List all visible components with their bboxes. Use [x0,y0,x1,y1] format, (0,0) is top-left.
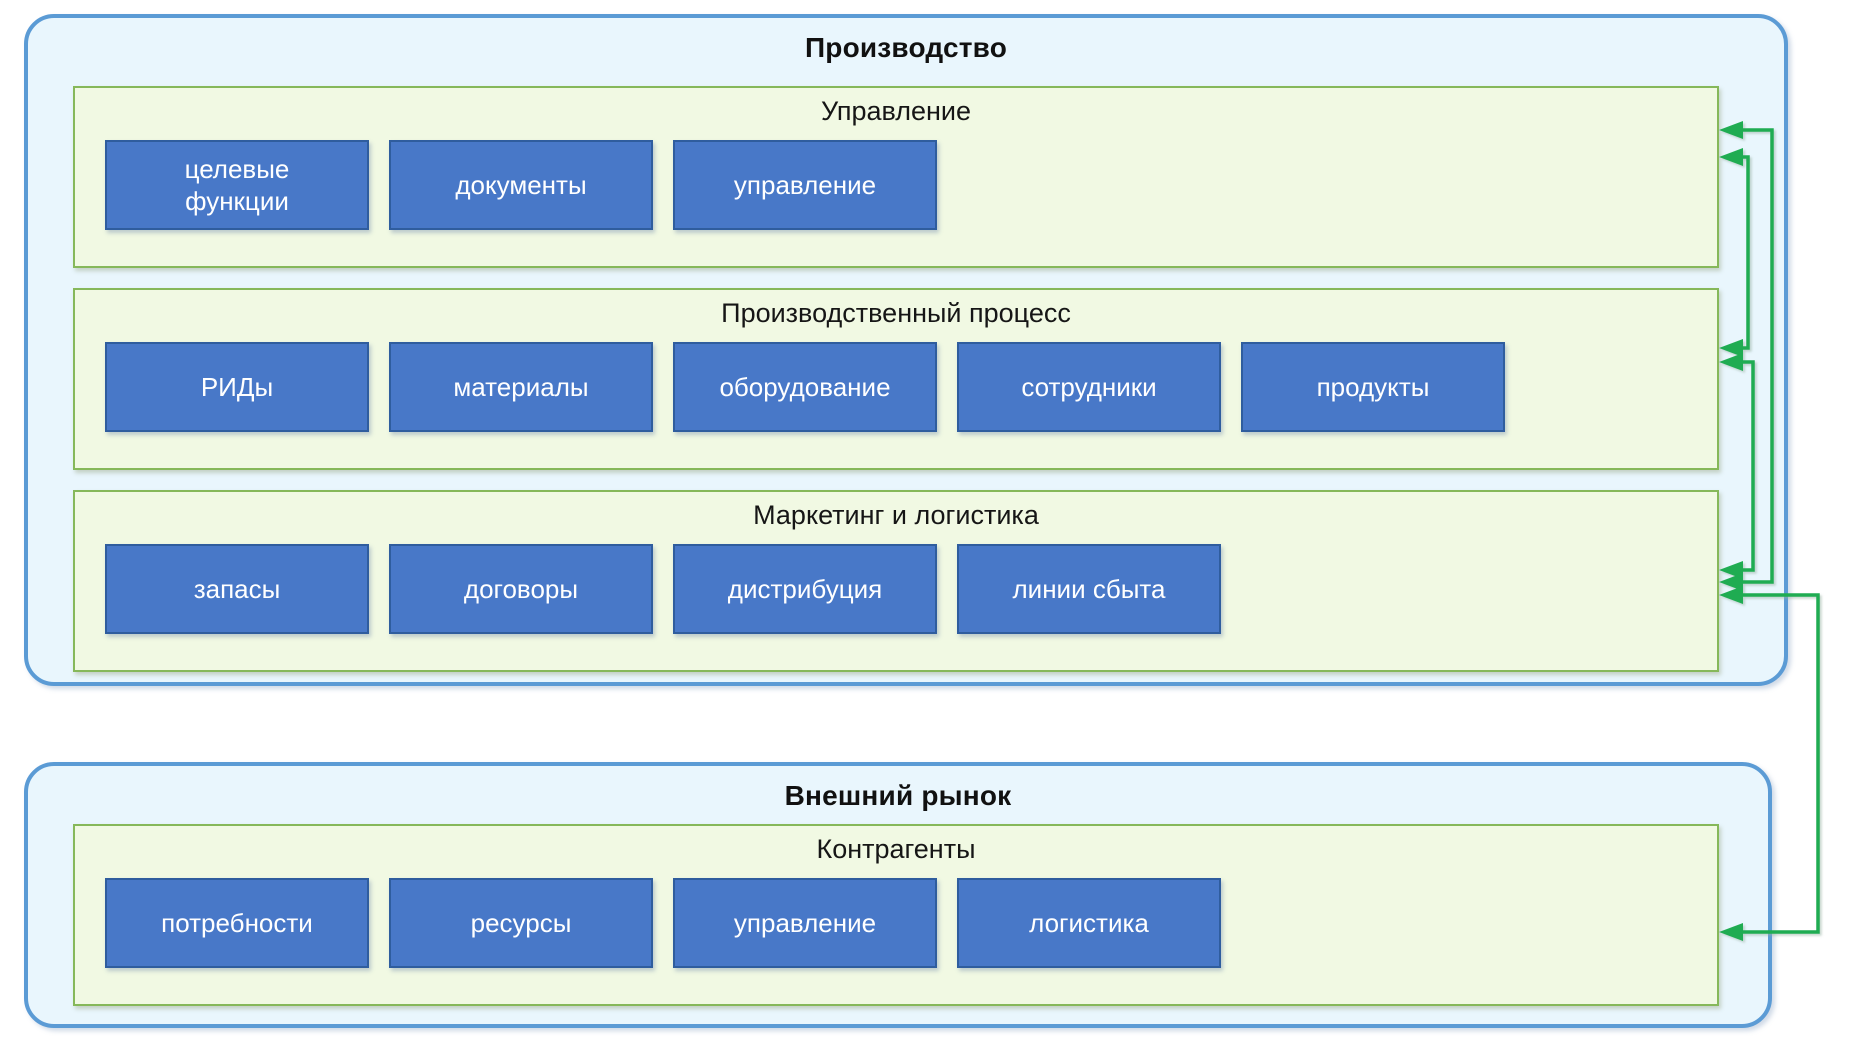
item-box-label: линии сбыта [1012,574,1166,604]
item-box: управление [673,140,937,230]
item-box-label: договоры [463,574,579,604]
item-box: дистрибуция [673,544,937,634]
item-box-label: дистрибуция [727,574,883,604]
item-box-label: целевые функции [184,154,290,216]
section-production-process: Производственный процесс РИДы материалы … [73,288,1719,470]
item-box-label: РИДы [200,372,274,402]
item-box-label: ресурсы [470,908,572,938]
group-external-market: Внешний рынок Контрагенты потребности ре… [24,762,1772,1028]
item-box-label: управление [733,170,877,200]
section-counterparties: Контрагенты потребности ресурсы управлен… [73,824,1719,1006]
group-title: Производство [804,32,1008,63]
item-box: логистика [957,878,1221,968]
item-box: документы [389,140,653,230]
item-box: управление [673,878,937,968]
item-box: ресурсы [389,878,653,968]
item-box: договоры [389,544,653,634]
item-box-label: управление [733,908,877,938]
item-box: оборудование [673,342,937,432]
item-box-label: сотрудники [1021,372,1157,402]
section-title: Производственный процесс [721,298,1071,328]
section-title: Контрагенты [816,834,976,864]
item-box: целевые функции [105,140,369,230]
group-production: Производство Управление целевые функции … [24,14,1788,686]
item-box: сотрудники [957,342,1221,432]
item-box-label: материалы [453,372,589,402]
item-box-label: продукты [1316,372,1430,402]
item-box-label: потребности [161,908,313,938]
item-box-label: оборудование [719,372,891,402]
item-box-label: логистика [1029,908,1149,938]
group-title: Внешний рынок [784,780,1012,811]
item-box-label: запасы [193,574,281,604]
item-box: РИДы [105,342,369,432]
item-box: линии сбыта [957,544,1221,634]
item-box: потребности [105,878,369,968]
section-management: Управление целевые функции документы упр… [73,86,1719,268]
section-title: Управление [820,96,972,126]
section-marketing-logistics: Маркетинг и логистика запасы договоры ди… [73,490,1719,672]
item-box: запасы [105,544,369,634]
item-box-label: документы [455,170,587,200]
item-box: продукты [1241,342,1505,432]
item-box: материалы [389,342,653,432]
section-title: Маркетинг и логистика [753,500,1039,530]
